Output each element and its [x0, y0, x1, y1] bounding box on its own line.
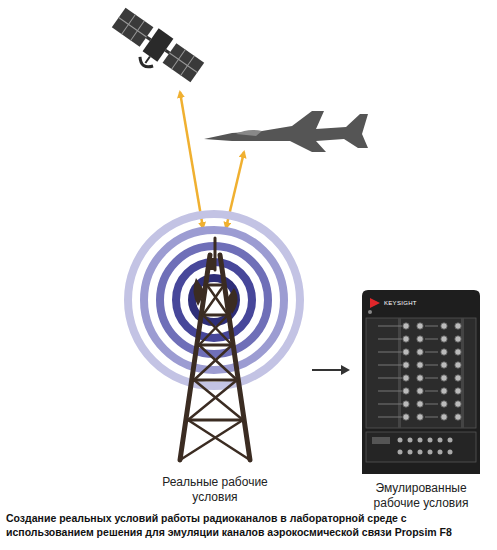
arrow-head	[341, 365, 350, 375]
node-label: Реальные рабочие условия	[153, 473, 277, 508]
arrow-line	[312, 369, 342, 371]
channel-emulator	[362, 290, 480, 474]
tower	[180, 238, 250, 460]
tower-node: Реальные рабочие условия	[118, 196, 312, 508]
radio-waves	[128, 214, 300, 386]
satellite	[104, 6, 205, 93]
flow-arrow	[312, 365, 350, 375]
jet-aircraft	[204, 111, 368, 152]
brand-logo-text: KEYSIGHT	[384, 300, 417, 306]
figure-caption: Создание реальных условий работы радиока…	[6, 512, 492, 539]
node-label: Эмулированные рабочие условия	[359, 479, 483, 514]
emulator-node: Эмулированные рабочие условия	[352, 286, 490, 514]
radio-link	[180, 92, 203, 228]
